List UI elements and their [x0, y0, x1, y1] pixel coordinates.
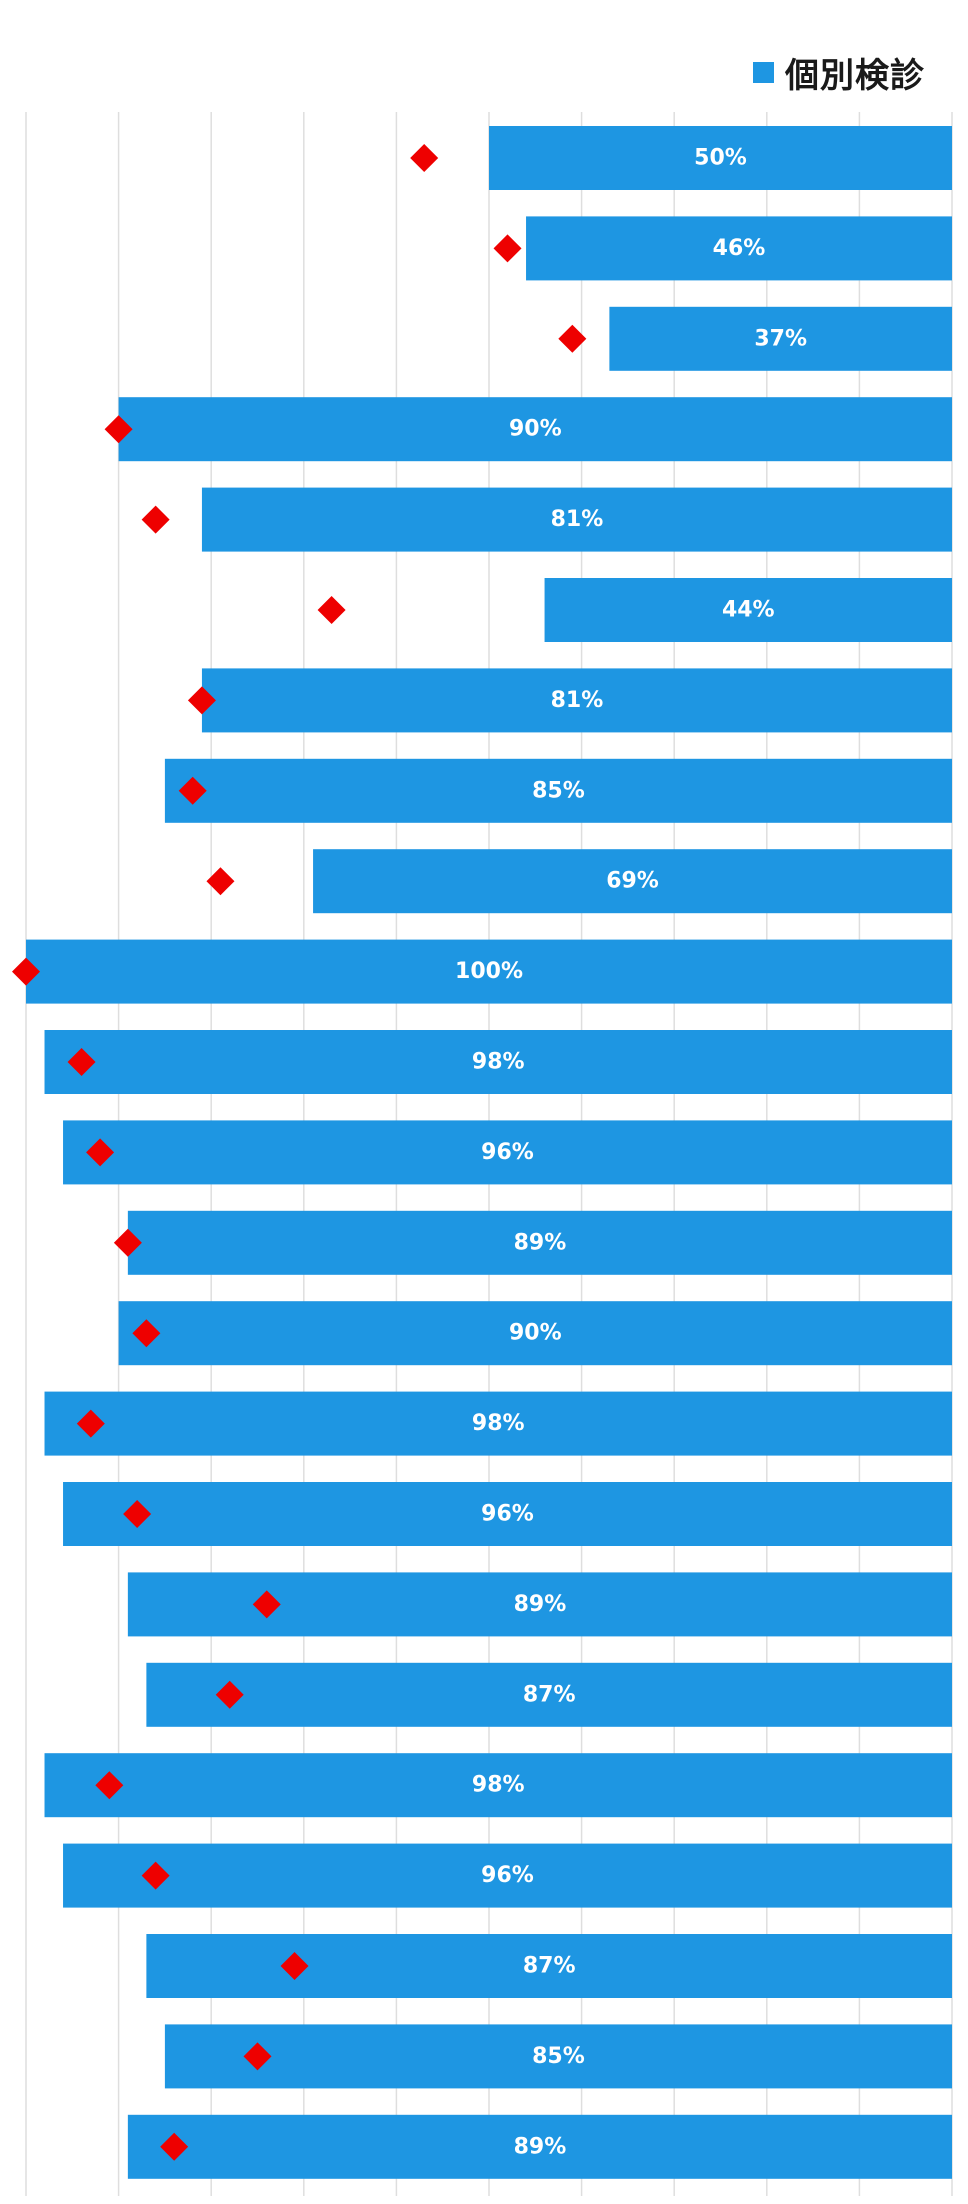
- bars: 50% 46% 37% 90% 81% 44% 81% 85% 69% 100% 98% 96% 89%…: [26, 126, 953, 2179]
- bar-data-label: 87%: [523, 1954, 576, 1979]
- diamond-marker: [123, 1500, 152, 1528]
- bar-data-label: 81%: [551, 688, 604, 713]
- bar-data-label: 69%: [606, 869, 659, 894]
- legend-swatch: [753, 62, 774, 83]
- bar-data-label: 98%: [472, 1773, 525, 1798]
- bar: [118, 1301, 953, 1366]
- diamond-marker: [215, 1680, 244, 1709]
- bar-data-label: 89%: [514, 2134, 567, 2159]
- bar: [44, 1753, 952, 1818]
- diamond-marker: [317, 596, 346, 624]
- diamond-marker: [187, 686, 216, 715]
- diamond-marker: [86, 1138, 115, 1167]
- bar: [26, 939, 952, 1004]
- legend-label: 個別検診: [785, 56, 925, 96]
- bar: [201, 487, 952, 552]
- diamond-marker: [280, 1952, 309, 1980]
- bar-data-label: 89%: [514, 1230, 567, 1255]
- bar-data-label: 96%: [481, 1140, 534, 1165]
- bar: [313, 849, 952, 914]
- bar-data-label: 96%: [481, 1502, 534, 1527]
- diamond-marker: [493, 234, 522, 263]
- bar-data-label: 90%: [509, 1321, 562, 1346]
- legend: 個別検診: [753, 48, 925, 97]
- diamond-marker: [76, 1409, 105, 1438]
- bar-data-label: 85%: [532, 778, 585, 803]
- bar-data-label: 37%: [754, 326, 807, 351]
- bar-data-label: 100%: [455, 959, 523, 984]
- diamond-marker: [67, 1048, 96, 1076]
- diamond-marker: [558, 324, 587, 353]
- bar-data-label: 89%: [514, 1592, 567, 1617]
- diamond-marker: [12, 957, 40, 986]
- bar: [118, 397, 953, 462]
- markers: [12, 144, 587, 2161]
- bar: [164, 758, 952, 823]
- bar-data-label: 50%: [694, 146, 747, 171]
- bar: [63, 1843, 953, 1908]
- diamond-marker: [95, 1771, 124, 1800]
- bar: [526, 216, 952, 281]
- bar-data-label: 98%: [472, 1411, 525, 1436]
- bar: [44, 1030, 952, 1094]
- diamond-marker: [206, 867, 235, 896]
- bar: [44, 1391, 952, 1456]
- bar: [201, 668, 952, 733]
- diamond-marker: [252, 1590, 281, 1619]
- diamond-marker: [104, 415, 133, 444]
- bar: [146, 1662, 952, 1727]
- bar-data-label: 90%: [509, 417, 562, 442]
- diamond-marker: [113, 1228, 142, 1257]
- bar: [63, 1482, 953, 1546]
- bar-data-label: 46%: [713, 236, 766, 261]
- diamond-marker: [132, 1319, 161, 1348]
- bar-data-label: 81%: [551, 507, 604, 532]
- diamond-marker: [410, 144, 439, 172]
- diamond-marker: [141, 1861, 170, 1890]
- bar: [164, 2024, 952, 2089]
- bar: [489, 126, 952, 190]
- bar-data-label: 87%: [523, 1682, 576, 1707]
- bar-data-label: 98%: [472, 1050, 525, 1075]
- bar-data-label: 96%: [481, 1863, 534, 1888]
- bar: [63, 1120, 953, 1185]
- diamond-marker: [141, 505, 170, 534]
- bar: [127, 1210, 953, 1275]
- diamond-marker: [160, 2132, 189, 2161]
- bar: [544, 578, 952, 642]
- diamond-marker: [178, 776, 207, 805]
- bar-data-label: 85%: [532, 2044, 585, 2069]
- diamond-marker: [243, 2042, 272, 2071]
- bar: [609, 306, 952, 371]
- bar: [127, 2114, 953, 2179]
- bar-data-label: 44%: [722, 598, 775, 623]
